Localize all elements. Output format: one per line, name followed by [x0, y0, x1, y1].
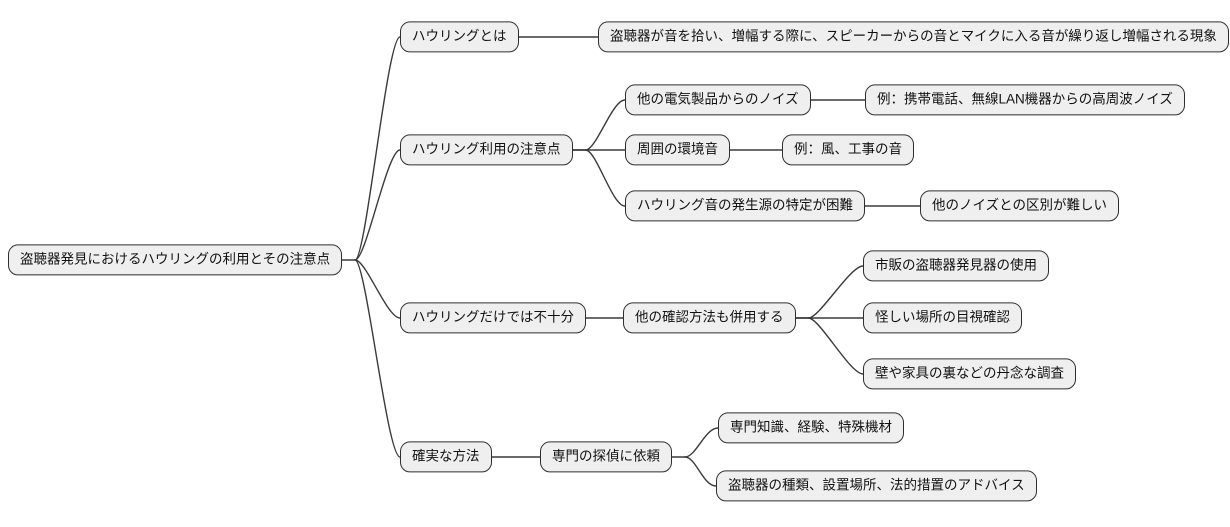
connector-line — [807, 317, 864, 375]
node-howling-definition-detail: 盗聴器が音を拾い、増幅する際に、スピーカーからの音とマイクに入る音が繰り返し増幅… — [598, 21, 1229, 53]
connector-line — [354, 259, 401, 319]
connector-line — [584, 149, 626, 207]
node-source-identification-detail: 他のノイズとの区別が難しい — [920, 190, 1119, 222]
node-combine-methods: 他の確認方法も併用する — [623, 302, 796, 334]
node-visual-check: 怪しい場所の目視確認 — [863, 302, 1022, 334]
node-root: 盗聴器発見におけるハウリングの利用とその注意点 — [8, 244, 343, 276]
connector-line — [584, 99, 626, 151]
connector-line — [684, 427, 719, 458]
node-not-sufficient: ハウリングだけでは不十分 — [400, 302, 586, 334]
node-detective-advice: 盗聴器の種類、設置場所、法的措置のアドバイス — [716, 470, 1037, 502]
node-howling-definition: ハウリングとは — [400, 21, 519, 53]
node-usage-cautions: ハウリング利用の注意点 — [400, 134, 573, 166]
node-reliable-method: 確実な方法 — [400, 441, 492, 473]
node-thorough-search: 壁や家具の裏などの丹念な調査 — [863, 358, 1076, 390]
connector-line — [354, 36, 401, 261]
node-commercial-detector: 市販の盗聴器発見器の使用 — [863, 250, 1049, 282]
node-hire-detective: 専門の探偵に依頼 — [540, 441, 672, 473]
connector-line — [354, 259, 401, 458]
node-electric-noise: 他の電気製品からのノイズ — [625, 84, 811, 116]
node-ambient-sound: 周囲の環境音 — [625, 134, 730, 166]
connector-line — [807, 265, 864, 319]
node-electric-noise-example: 例：携帯電話、無線LAN機器からの高周波ノイズ — [865, 84, 1185, 116]
connector-line — [684, 456, 717, 487]
node-source-identification: ハウリング音の発生源の特定が困難 — [625, 190, 865, 222]
connector-line — [354, 149, 401, 261]
node-ambient-sound-example: 例：風、工事の音 — [782, 134, 914, 166]
node-detective-expertise: 専門知識、経験、特殊機材 — [718, 412, 904, 444]
